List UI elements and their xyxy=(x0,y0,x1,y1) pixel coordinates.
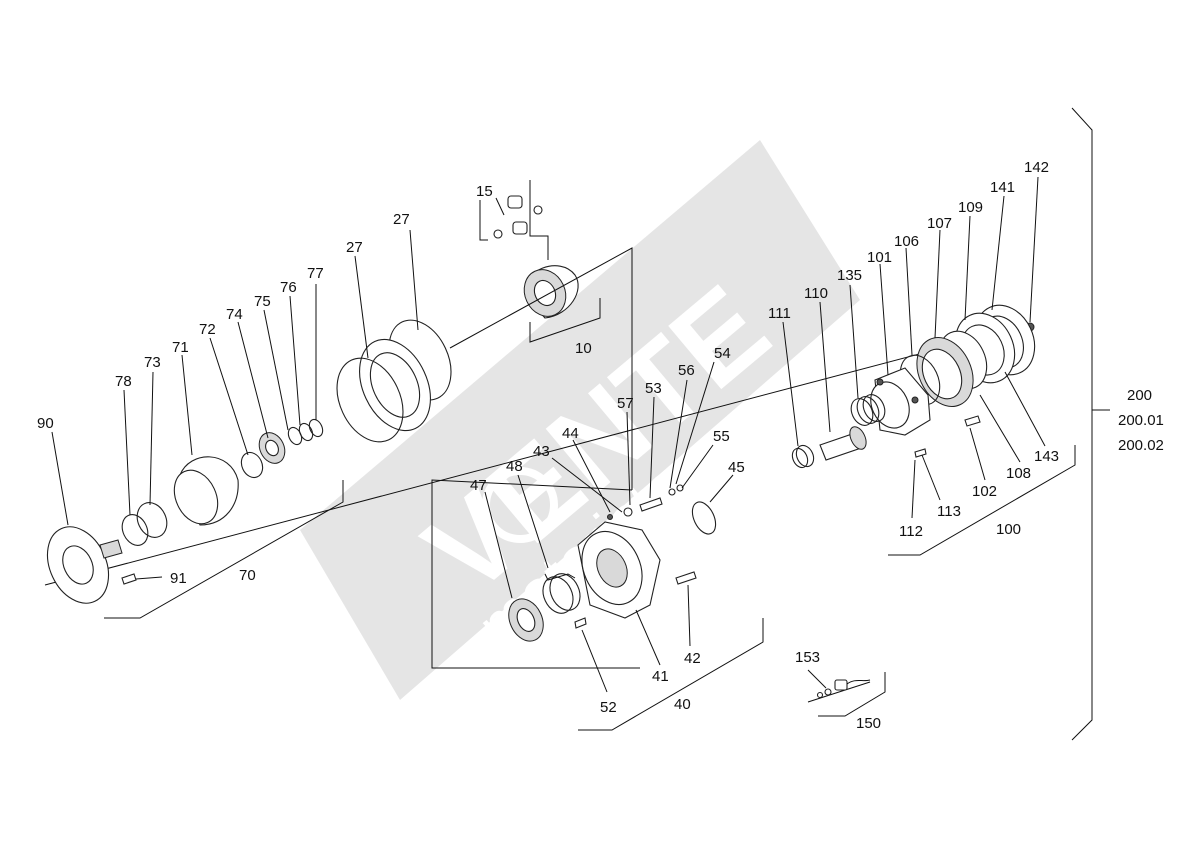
leaders-40 xyxy=(484,361,764,731)
group-70-parts xyxy=(46,418,324,604)
label-107: 107 xyxy=(927,215,952,232)
group-40-parts xyxy=(431,479,717,669)
label-102: 102 xyxy=(972,483,997,500)
label-101: 101 xyxy=(867,249,892,266)
label-74: 74 xyxy=(226,306,243,323)
label-70: 70 xyxy=(239,567,256,584)
label-53: 53 xyxy=(645,380,662,397)
group-150-parts xyxy=(807,669,886,717)
label-43: 43 xyxy=(533,443,550,460)
label-113: 113 xyxy=(937,503,961,520)
label-142: 142 xyxy=(1024,159,1049,176)
label-27-inner: 27 xyxy=(346,239,363,256)
label-45: 45 xyxy=(728,459,745,476)
label-108: 108 xyxy=(1006,465,1031,482)
label-150: 150 xyxy=(856,715,881,732)
label-135: 135 xyxy=(837,267,862,284)
label-54: 54 xyxy=(714,345,731,362)
label-42: 42 xyxy=(684,650,701,667)
label-48: 48 xyxy=(506,458,523,475)
group-10-parts xyxy=(449,180,633,490)
label-91: 91 xyxy=(170,570,187,587)
leaders-70 xyxy=(51,284,344,619)
label-47: 47 xyxy=(470,477,487,494)
watermark-logo xyxy=(482,467,558,543)
label-77: 77 xyxy=(307,265,324,282)
label-73: 73 xyxy=(144,354,161,371)
label-112: 112 xyxy=(899,523,923,540)
leaders-100 xyxy=(782,176,1076,556)
label-111: 111 xyxy=(768,305,791,322)
label-55: 55 xyxy=(713,428,730,445)
label-10: 10 xyxy=(575,340,592,357)
label-106: 106 xyxy=(894,233,919,250)
part-labels: 200 200.01 200.02 142 141 109 107 106 10… xyxy=(37,159,1164,732)
label-143: 143 xyxy=(1034,448,1059,465)
label-27-outer: 27 xyxy=(393,211,410,228)
group-27-parts xyxy=(336,229,452,443)
label-72: 72 xyxy=(199,321,216,338)
label-200: 200 xyxy=(1127,387,1152,404)
bracket-200 xyxy=(1071,107,1110,741)
label-44: 44 xyxy=(562,425,579,442)
label-100: 100 xyxy=(996,521,1021,538)
label-56: 56 xyxy=(678,362,695,379)
label-110: 110 xyxy=(804,285,828,302)
label-75: 75 xyxy=(254,293,271,310)
label-109: 109 xyxy=(958,199,983,216)
label-141: 141 xyxy=(990,179,1015,196)
label-76: 76 xyxy=(280,279,297,296)
label-90: 90 xyxy=(37,415,54,432)
label-200-02: 200.02 xyxy=(1118,437,1164,454)
group-100-parts xyxy=(791,304,1036,469)
label-15: 15 xyxy=(476,183,493,200)
label-40: 40 xyxy=(674,696,691,713)
label-41: 41 xyxy=(652,668,669,685)
label-52: 52 xyxy=(600,699,617,716)
label-78: 78 xyxy=(115,373,132,390)
label-200-01: 200.01 xyxy=(1118,412,1164,429)
label-71: 71 xyxy=(172,339,189,356)
label-153: 153 xyxy=(795,649,820,666)
label-57: 57 xyxy=(617,395,634,412)
